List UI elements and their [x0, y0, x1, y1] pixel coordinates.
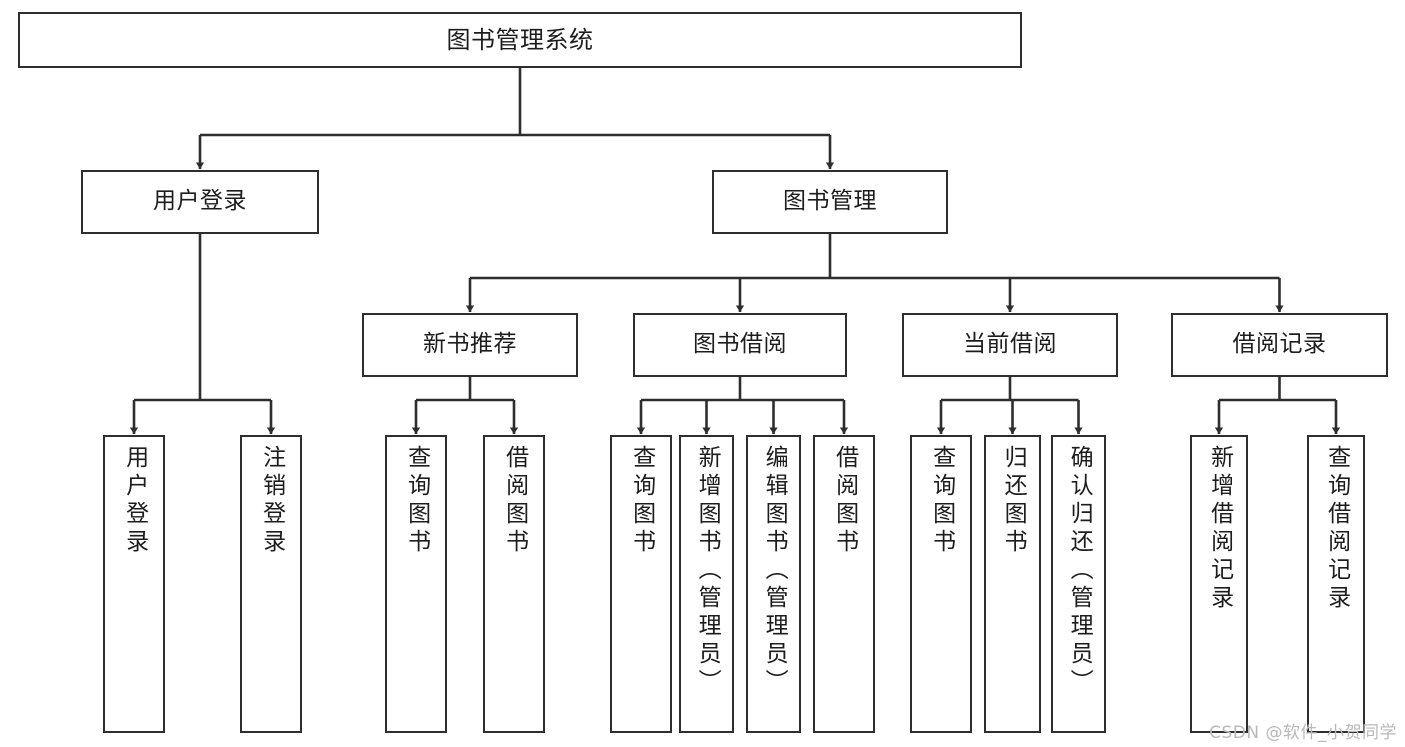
node-leaf-query-record[interactable]: 查询借阅记录: [1307, 435, 1365, 733]
node-label: 新增图书（管理员）: [694, 445, 721, 697]
node-label: 查询图书: [928, 445, 955, 557]
node-label: 用户登录: [153, 188, 247, 215]
node-label: 新书推荐: [423, 331, 517, 358]
node-label: 查询借阅记录: [1323, 445, 1350, 613]
node-label: 归还图书: [1000, 445, 1027, 557]
node-label: 确认归还（管理员）: [1066, 445, 1093, 697]
node-leaf-borrow-book-2[interactable]: 借阅图书: [813, 435, 875, 733]
node-leaf-logout[interactable]: 注销登录: [240, 435, 302, 733]
node-label: 注销登录: [258, 445, 285, 557]
node-book-borrow[interactable]: 图书借阅: [633, 313, 847, 377]
node-label: 新增借阅记录: [1206, 445, 1233, 613]
node-leaf-query-book-1[interactable]: 查询图书: [385, 435, 447, 733]
node-leaf-borrow-book-1[interactable]: 借阅图书: [483, 435, 545, 733]
node-label: 借阅图书: [501, 445, 528, 557]
watermark: CSDN @软件_小贺同学: [1209, 723, 1397, 743]
node-label: 借阅图书: [831, 445, 858, 557]
node-label: 图书管理: [783, 188, 877, 215]
node-label: 查询图书: [403, 445, 430, 557]
node-leaf-query-book-3[interactable]: 查询图书: [910, 435, 972, 733]
node-new-book-recommend[interactable]: 新书推荐: [362, 313, 578, 377]
node-user-login[interactable]: 用户登录: [81, 170, 319, 234]
node-label: 编辑图书（管理员）: [761, 445, 788, 697]
node-leaf-return-book[interactable]: 归还图书: [984, 435, 1041, 733]
node-book-management[interactable]: 图书管理: [712, 170, 948, 234]
node-root[interactable]: 图书管理系统: [18, 12, 1022, 68]
node-current-borrow[interactable]: 当前借阅: [902, 313, 1118, 377]
node-label: 查询图书: [628, 445, 655, 557]
node-leaf-query-book-2[interactable]: 查询图书: [610, 435, 672, 733]
node-leaf-add-record[interactable]: 新增借阅记录: [1190, 435, 1248, 733]
node-leaf-add-book[interactable]: 新增图书（管理员）: [679, 435, 734, 733]
node-label: 用户登录: [121, 445, 148, 557]
node-label: 图书借阅: [693, 331, 787, 358]
node-label: 图书管理系统: [446, 25, 594, 54]
node-label: 当前借阅: [963, 331, 1057, 358]
node-leaf-edit-book[interactable]: 编辑图书（管理员）: [746, 435, 801, 733]
node-leaf-confirm-return[interactable]: 确认归还（管理员）: [1051, 435, 1106, 733]
node-label: 借阅记录: [1232, 331, 1327, 358]
node-leaf-user-login[interactable]: 用户登录: [103, 435, 165, 733]
node-borrow-record[interactable]: 借阅记录: [1171, 313, 1388, 377]
